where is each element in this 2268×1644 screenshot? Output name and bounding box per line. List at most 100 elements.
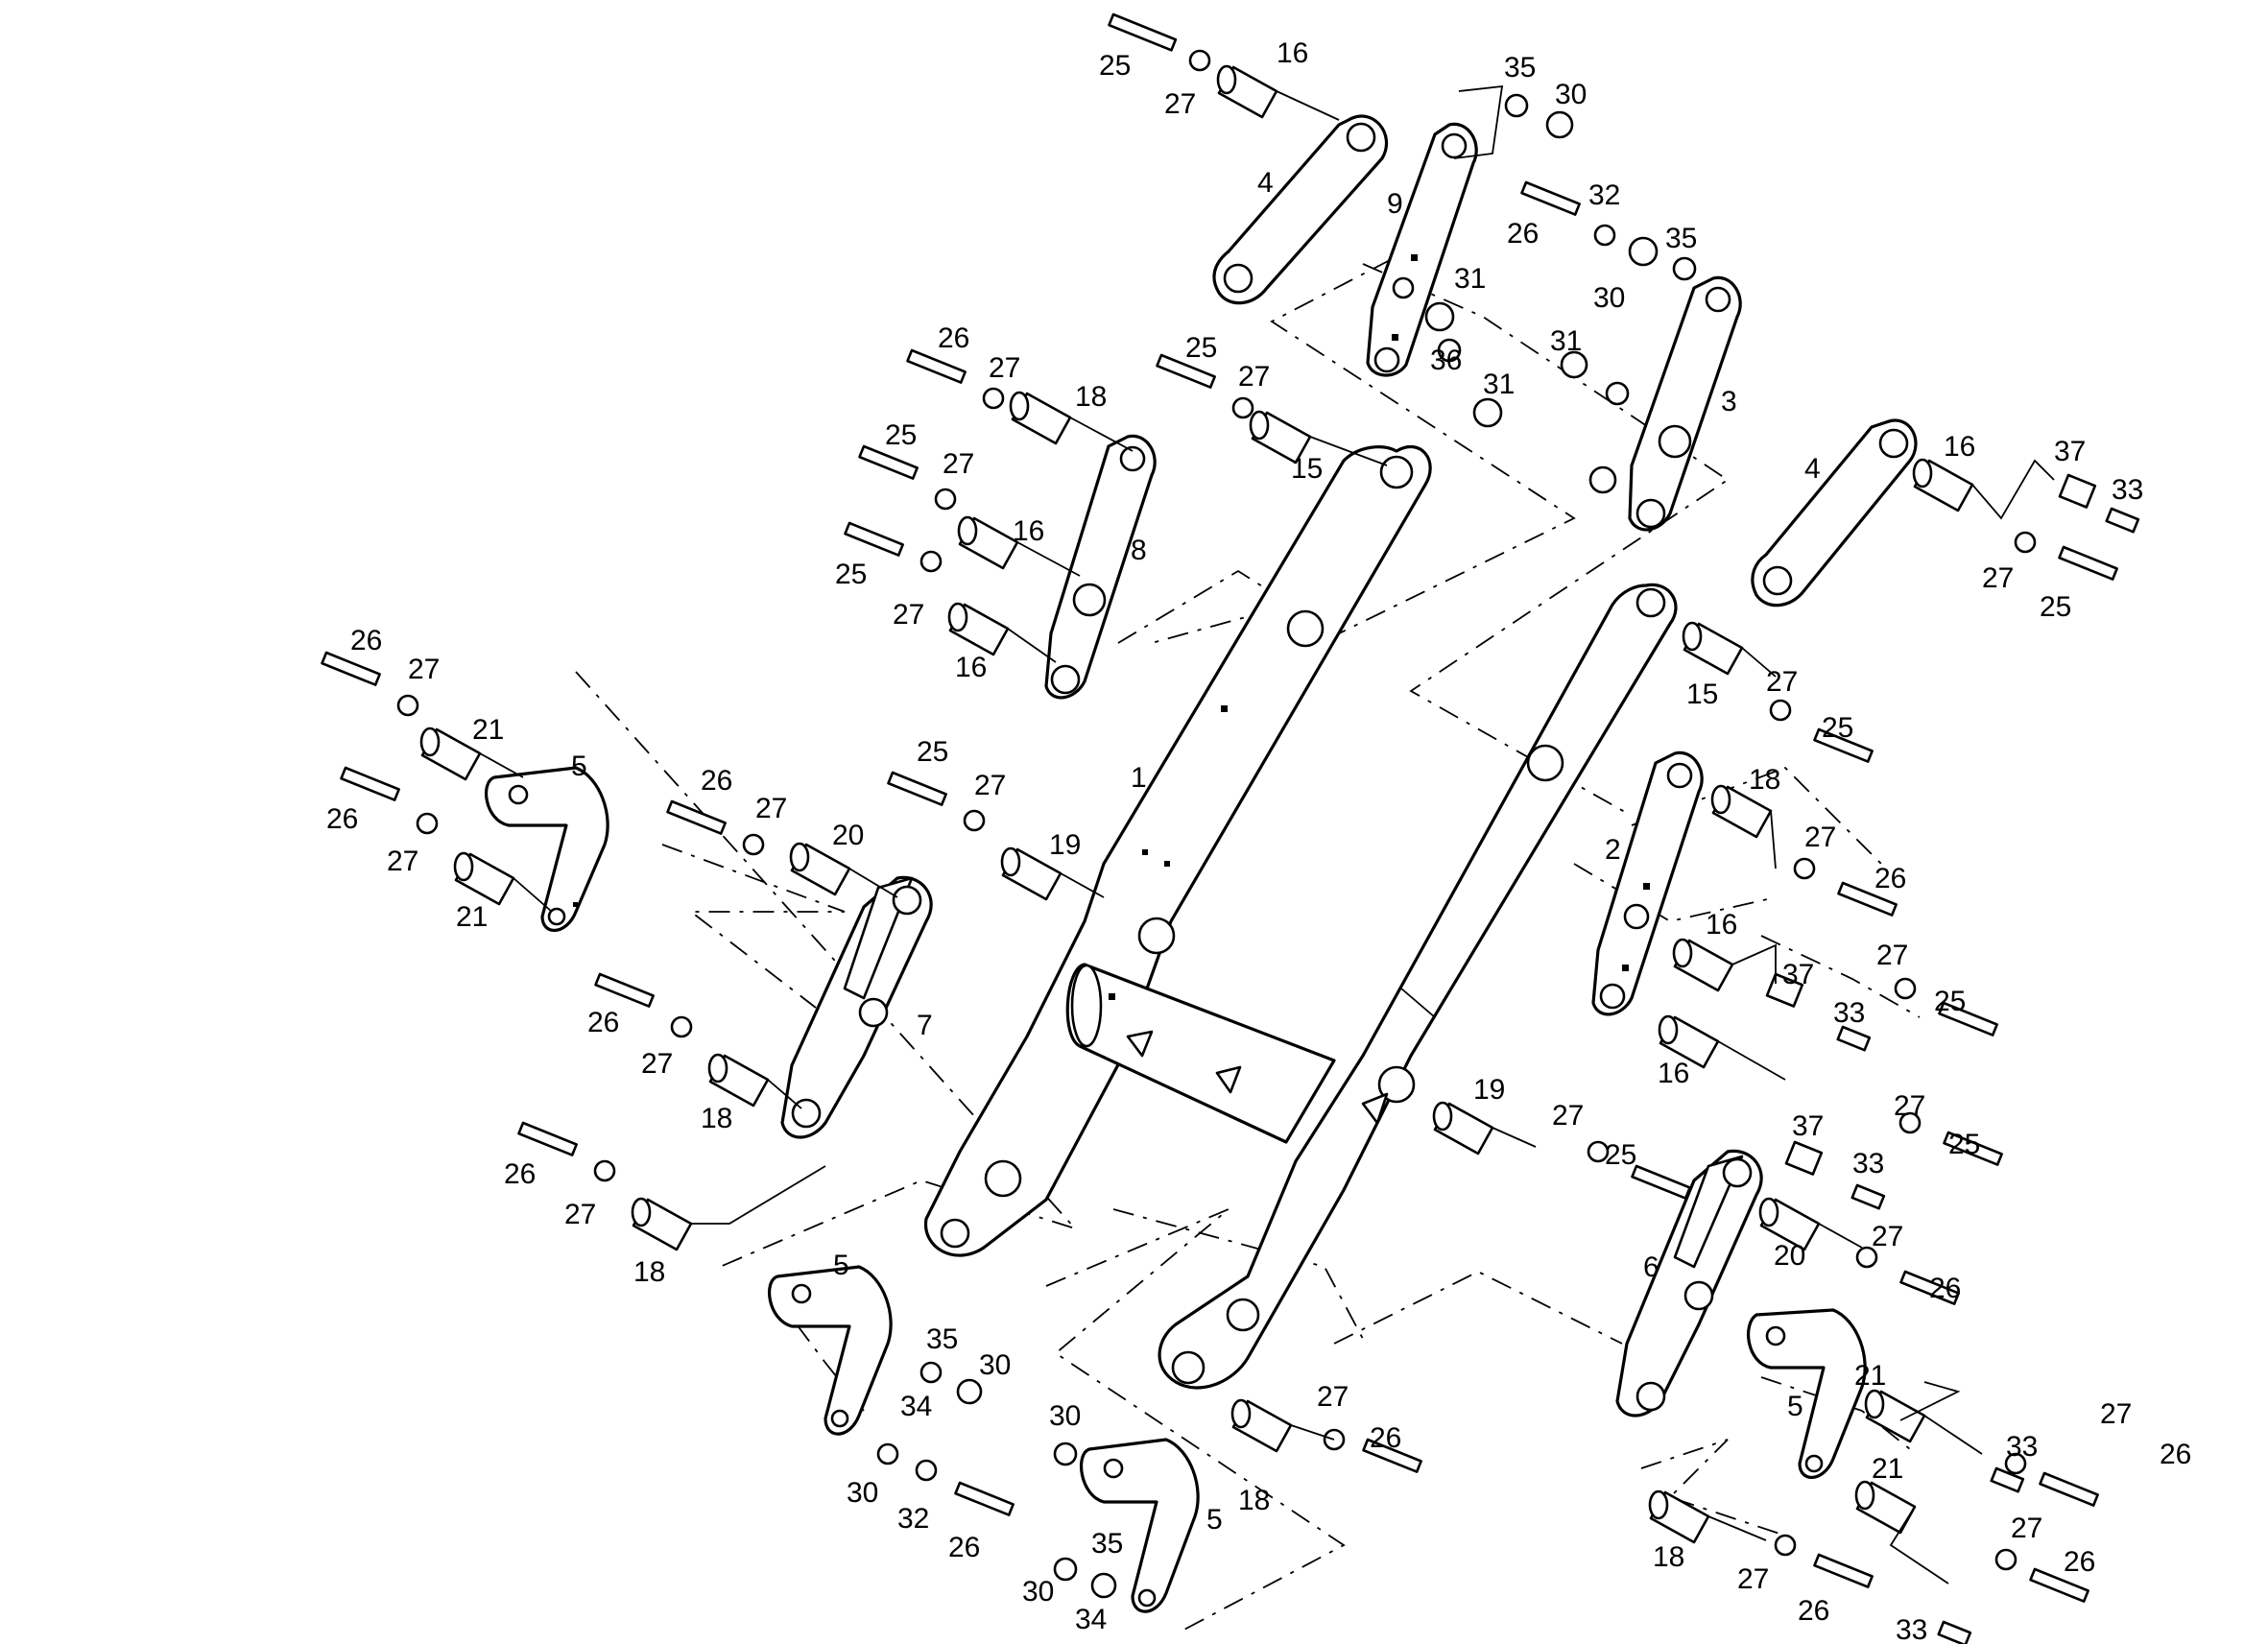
callout-label: 27: [1737, 1563, 1769, 1595]
lever-3: [1628, 275, 1742, 532]
callout-label: 18: [701, 1103, 732, 1134]
lever-9: [1366, 122, 1478, 377]
callout-label: 16: [1944, 431, 1975, 463]
callout-label: 27: [641, 1048, 673, 1080]
callout-label: 18: [1749, 764, 1780, 796]
pins: [419, 64, 1974, 1544]
callout-label: 25: [1099, 50, 1131, 82]
callout-label: 18: [633, 1256, 665, 1288]
bracket-5-bottom-left: [768, 1265, 893, 1436]
callout-label: 27: [408, 654, 440, 685]
callout-label: 16: [1658, 1058, 1689, 1089]
callout-label: 27: [1872, 1221, 1903, 1252]
bracket-5-bottom-center: [1080, 1438, 1200, 1613]
callout-label: 25: [917, 736, 948, 768]
callout-label: 26: [948, 1532, 980, 1563]
link-4-right: [1751, 418, 1918, 608]
callout-label: 35: [1504, 52, 1536, 83]
callout-label: 27: [1238, 361, 1270, 393]
lift-arm-1: [923, 444, 1432, 1257]
callout-label: 33: [1896, 1614, 1927, 1644]
lift-arm-2: [1158, 583, 1678, 1390]
callout-label: 30: [1593, 282, 1625, 314]
callout-label: 33: [1852, 1148, 1884, 1179]
callout-label: 25: [1934, 986, 1966, 1017]
callout-label: 35: [1091, 1528, 1123, 1560]
callout-label: 27: [755, 793, 787, 824]
callout-label: 27: [1317, 1381, 1349, 1413]
callout-label: 27: [943, 448, 974, 480]
callout-label: 26: [326, 803, 358, 835]
link-6: [1615, 1149, 1763, 1418]
callout-label: 31: [1483, 369, 1515, 400]
callout-label: 26: [2160, 1439, 2191, 1470]
callout-label: 26: [1929, 1273, 1961, 1304]
callout-label: 16: [1013, 515, 1044, 547]
callout-label: 27: [974, 770, 1006, 801]
callout-label: 6: [1643, 1251, 1659, 1283]
callout-label: 27: [387, 846, 418, 877]
callout-label: 18: [1075, 381, 1107, 413]
callout-label: 16: [1706, 909, 1737, 941]
callout-label: 3: [1721, 386, 1737, 417]
callout-label: 33: [2112, 474, 2143, 506]
callout-label: 9: [1387, 188, 1403, 220]
callout-label: 8: [1131, 535, 1147, 566]
callout-label: 27: [1804, 822, 1836, 853]
callout-label: 25: [1822, 712, 1853, 744]
lever-2: [1591, 751, 1704, 1016]
callout-label: 27: [1982, 562, 2014, 594]
callout-label: 26: [587, 1007, 619, 1038]
callout-label: 20: [832, 820, 864, 851]
callout-label: 25: [1185, 332, 1217, 364]
callout-label: 4: [1257, 167, 1274, 199]
callout-label: 32: [897, 1503, 929, 1535]
callout-label: 26: [938, 322, 969, 354]
callout-label: 31: [1454, 263, 1486, 295]
callout-label: 35: [926, 1323, 958, 1355]
callout-label: 37: [2054, 436, 2086, 467]
callout-label: 26: [1370, 1422, 1401, 1454]
callout-label: 30: [1022, 1576, 1054, 1608]
callout-label: 33: [2006, 1431, 2038, 1463]
cross-tube: [1065, 963, 1336, 1144]
callout-label: 27: [2011, 1513, 2042, 1544]
callout-label: 25: [835, 559, 867, 590]
callout-label: 20: [1774, 1240, 1805, 1272]
callout-label: 34: [1075, 1604, 1107, 1635]
callout-label: 27: [2100, 1398, 2132, 1430]
callout-label: 21: [472, 714, 504, 746]
callout-label: 26: [1798, 1595, 1829, 1627]
callout-label: 7: [917, 1010, 933, 1041]
callout-label: 36: [1430, 345, 1462, 376]
callout-label: 15: [1686, 679, 1718, 710]
callout-label: 27: [1552, 1100, 1584, 1132]
callout-label: 15: [1291, 453, 1323, 485]
link-4-top: [1212, 114, 1389, 305]
callout-label: 26: [350, 625, 382, 656]
callout-labels: 25 27 16 35 30 4 9 26 32 30 35 31 31 36 …: [326, 37, 2191, 1644]
callout-label: 5: [833, 1250, 849, 1281]
callout-label: 5: [1787, 1391, 1803, 1422]
callout-label: 32: [1588, 179, 1620, 211]
callout-label: 18: [1238, 1485, 1270, 1516]
callout-label: 26: [504, 1158, 536, 1190]
callout-label: 27: [1766, 666, 1798, 698]
lever-8: [1044, 434, 1157, 700]
callout-label: 27: [1894, 1090, 1925, 1122]
callout-label: 2: [1605, 834, 1621, 866]
callout-label: 4: [1804, 453, 1821, 485]
callout-label: 30: [847, 1477, 878, 1509]
callout-label: 16: [955, 652, 987, 683]
callout-label: 27: [893, 599, 924, 631]
callout-label: 21: [1872, 1453, 1903, 1485]
callout-label: 25: [1605, 1139, 1636, 1171]
callout-label: 21: [1854, 1360, 1886, 1392]
callout-label: 19: [1473, 1074, 1505, 1106]
callout-label: 25: [1948, 1129, 1980, 1160]
callout-label: 34: [900, 1391, 932, 1422]
callout-label: 31: [1550, 325, 1582, 357]
callout-label: 30: [1555, 79, 1587, 110]
callout-label: 19: [1049, 829, 1081, 861]
